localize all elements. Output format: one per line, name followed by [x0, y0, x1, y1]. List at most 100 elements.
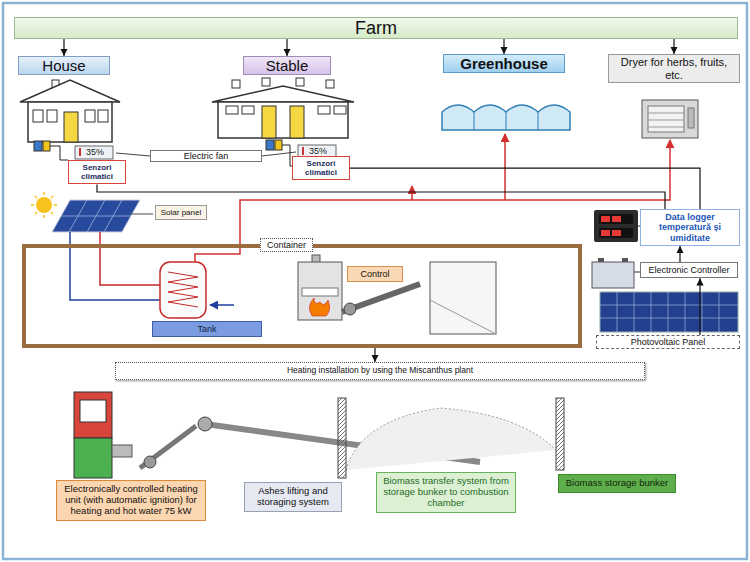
component-box: Ashes lifting and storaging system — [244, 482, 342, 512]
stable-drawing — [226, 106, 238, 114]
display-reading: 35% — [86, 146, 104, 158]
component-box: Biomass storage bunker — [558, 474, 676, 493]
node-text: Stable — [248, 57, 326, 74]
greenhouse-drawing — [442, 105, 570, 130]
node-text: Heating installation by using the Miscan… — [120, 366, 640, 376]
house-drawing — [64, 112, 78, 142]
dryer-drawing — [648, 106, 684, 132]
sensor-devices — [302, 147, 304, 155]
heating-unit-drawing — [74, 438, 112, 478]
data-logger-device — [594, 210, 638, 242]
sensor-devices — [75, 146, 113, 159]
photovoltaic-panel — [600, 292, 738, 332]
solar-collector — [61, 200, 131, 232]
stable-drawing — [318, 106, 330, 114]
display-reading: 35% — [309, 145, 327, 157]
outer-frame — [3, 3, 747, 559]
hot-water-pipes — [504, 134, 506, 200]
stable-drawing — [232, 80, 240, 88]
sensor-devices — [275, 140, 282, 150]
node-text: Electric fan — [154, 151, 258, 161]
storage-bunker — [338, 398, 564, 478]
battery — [592, 258, 640, 288]
biomass-boiler — [298, 255, 496, 334]
building-label: Dryer for herbs, fruits, etc. — [608, 54, 740, 83]
dryer-drawing — [642, 100, 698, 138]
data-logger-device — [599, 228, 633, 238]
hot-water-pipes — [411, 186, 413, 200]
sensor-devices — [43, 141, 50, 151]
heating-unit-drawing — [144, 456, 156, 468]
sensor-box: Senzori climatici — [68, 160, 126, 184]
connector-line — [673, 39, 674, 54]
sensor-devices — [282, 145, 292, 166]
panel-label: Photovoltaic Panel — [596, 335, 740, 349]
dryer-drawing — [648, 113, 684, 127]
storage-bunker — [556, 398, 564, 470]
node-text: House — [23, 57, 105, 74]
node-text: Tank — [156, 324, 258, 334]
data-logger-device — [601, 230, 610, 236]
stable-drawing — [242, 106, 254, 114]
battery — [598, 258, 604, 262]
node-text: Ashes lifting and storaging system — [249, 486, 337, 508]
sensor-devices — [266, 140, 274, 150]
storage-bunker — [338, 398, 346, 478]
container-frame: ContainerTankControl — [22, 244, 582, 348]
connector-line — [679, 246, 680, 262]
heating-unit-drawing — [112, 445, 132, 457]
stable-drawing — [326, 80, 334, 88]
connector-line — [374, 348, 375, 362]
stable-drawing — [296, 78, 304, 86]
node-text: Electronic Controller — [644, 265, 734, 275]
heating-unit-drawing — [80, 400, 106, 422]
stable-drawing — [212, 78, 354, 138]
house-drawing — [20, 80, 120, 142]
stable-drawing — [290, 106, 304, 138]
installation-band: Heating installation by using the Miscan… — [115, 362, 645, 380]
component-box: Biomass transfer system from storage bun… — [376, 472, 516, 513]
building-label: House — [18, 56, 110, 75]
node-text: Senzori climatici — [71, 163, 123, 181]
building-label: Stable — [243, 56, 331, 75]
component-box: Electronically controlled heating unit (… — [56, 480, 206, 521]
node-text: Container — [260, 238, 313, 252]
solar-collector — [132, 214, 153, 215]
storage-bunker — [346, 408, 556, 470]
house-drawing — [33, 110, 43, 122]
biomass-boiler — [298, 262, 342, 320]
node-text: Biomass storage bunker — [563, 478, 671, 489]
heating-unit-drawing — [140, 426, 196, 468]
biomass-boiler — [430, 300, 496, 334]
battery — [592, 262, 634, 288]
farm-band: Farm — [14, 17, 738, 39]
node-text: Electronically controlled heating unit (… — [61, 484, 201, 517]
node-text: Biomass transfer system from storage bun… — [381, 476, 511, 509]
sensor-devices — [50, 146, 68, 160]
node-text: Greenhouse — [448, 55, 560, 72]
sensor-devices — [34, 141, 42, 151]
greenhouse-drawing — [442, 105, 570, 130]
biomass-boiler — [430, 262, 496, 334]
stable-drawing — [262, 78, 270, 86]
hot-water-tank — [160, 262, 206, 318]
house-drawing — [98, 110, 108, 122]
heating-unit-drawing — [74, 392, 112, 438]
battery — [622, 258, 628, 262]
biomass-boiler — [309, 298, 329, 316]
heating-unit-drawing — [198, 417, 212, 431]
solar-collector — [52, 200, 140, 232]
control-label: Control — [347, 266, 403, 282]
data-logger-device — [599, 214, 633, 224]
connector-line — [699, 278, 700, 335]
fan-label: Electric fan — [150, 150, 262, 162]
part-label: Solar panel — [155, 205, 207, 220]
connector-line — [63, 39, 64, 56]
solar-collector — [36, 197, 52, 213]
stable-drawing — [262, 106, 276, 138]
node-text: Farm — [15, 18, 737, 38]
solar-collector — [100, 232, 160, 285]
hot-water-tank — [210, 304, 234, 306]
tank-label: Tank — [152, 321, 262, 337]
node-text: Control — [351, 269, 399, 279]
